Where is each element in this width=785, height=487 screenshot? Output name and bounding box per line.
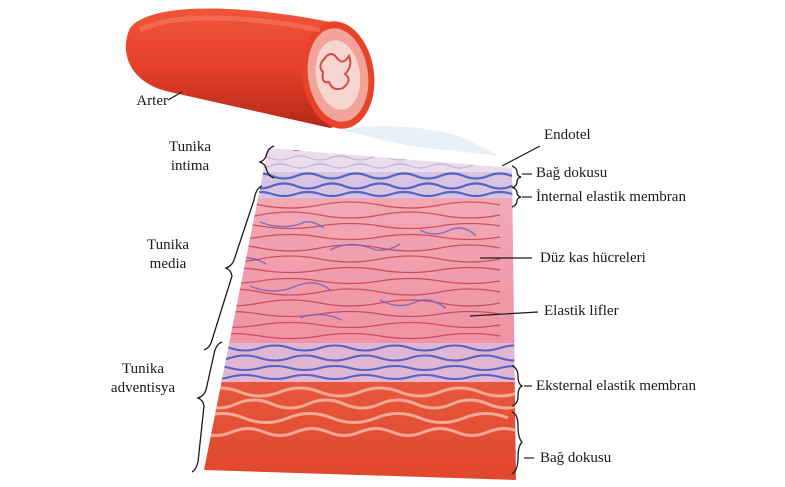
label-bag-dokusu-top: Bağ dokusu — [536, 164, 607, 183]
label-bag-dokusu-bottom: Bağ dokusu — [540, 449, 611, 468]
artery-wall-section — [190, 138, 536, 487]
label-tunika-adventisya: Tunika adventisya — [88, 360, 198, 398]
label-tunika-media-line2: media — [128, 255, 208, 274]
label-duz-kas-hucreleri: Düz kas hücreleri — [540, 249, 646, 268]
artery-tube — [126, 8, 381, 133]
label-arter: Arter — [112, 92, 168, 111]
label-endotel: Endotel — [544, 126, 591, 145]
label-tunika-media: Tunika media — [128, 236, 208, 274]
label-elastik-lifler: Elastik lifler — [544, 302, 619, 321]
label-tunika-intima: Tunika intima — [150, 138, 230, 176]
label-tunika-intima-line2: intima — [150, 157, 230, 176]
label-tunika-adventisya-line2: adventisya — [88, 379, 198, 398]
label-internal-elastik-membran: İnternal elastik membran — [536, 188, 686, 207]
label-tunika-media-line1: Tunika — [128, 236, 208, 255]
label-tunika-adventisya-line1: Tunika — [88, 360, 198, 379]
lumen-shading — [340, 126, 500, 156]
label-tunika-intima-line1: Tunika — [150, 138, 230, 157]
label-eksternal-elastik-membran: Eksternal elastik membran — [536, 377, 696, 396]
